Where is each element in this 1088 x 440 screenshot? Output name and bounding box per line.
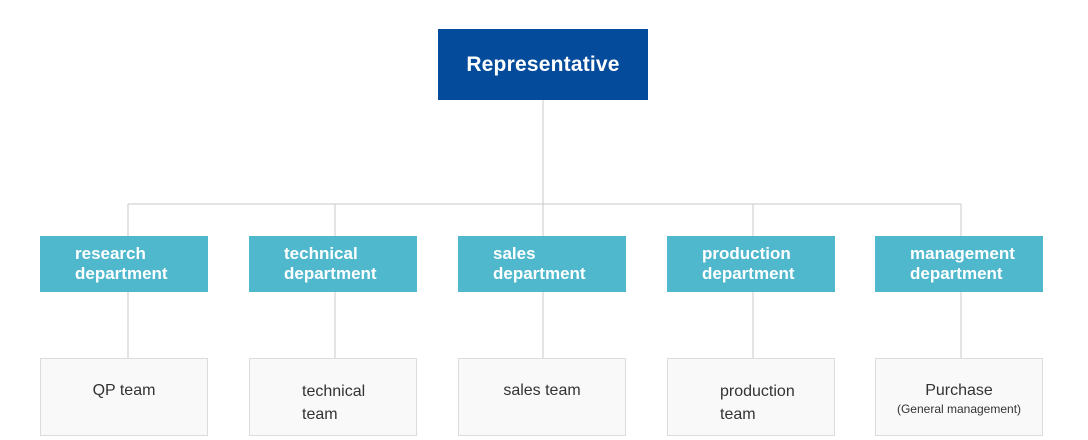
team-qp: QP team: [40, 358, 208, 436]
dept-label-line1: research: [75, 244, 146, 263]
dept-label-line2: department: [493, 264, 586, 283]
team-production: production team: [667, 358, 835, 436]
team-label-line1: production: [720, 383, 795, 400]
dept-label-line1: production: [702, 244, 791, 263]
dept-research: research department: [40, 236, 208, 292]
representative-label: Representative: [466, 52, 620, 76]
team-label-line2: (General management): [896, 402, 1022, 416]
dept-label-line2: department: [910, 264, 1003, 283]
team-label-line1: sales team: [503, 382, 581, 399]
dept-label-line1: technical: [284, 244, 358, 263]
dept-technical: technical department: [249, 236, 417, 292]
team-label-line1: QP team: [92, 382, 156, 399]
dept-production: production department: [667, 236, 835, 292]
team-label-line1: Purchase: [925, 382, 993, 399]
team-purchase: Purchase (General management): [875, 358, 1043, 436]
representative-box: Representative: [438, 29, 648, 100]
team-label-line2: team: [302, 406, 338, 423]
team-sales: sales team: [458, 358, 626, 436]
dept-label-line2: department: [75, 264, 168, 283]
team-label-line2: team: [720, 406, 756, 423]
team-label-line1: technical: [302, 383, 366, 400]
team-technical: technical team: [249, 358, 417, 436]
dept-label-line2: department: [284, 264, 377, 283]
dept-sales: sales department: [458, 236, 626, 292]
dept-label-line1: sales: [493, 244, 536, 263]
dept-label-line1: management: [910, 244, 1015, 263]
dept-management: management department: [875, 236, 1043, 292]
dept-label-line2: department: [702, 264, 795, 283]
